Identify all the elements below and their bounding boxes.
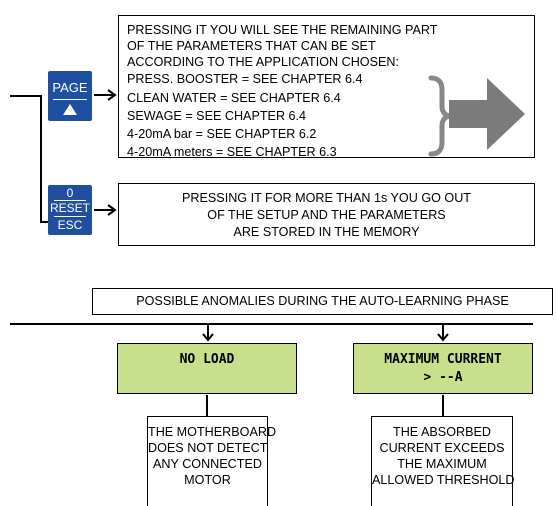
reset-description-box: PRESSING IT FOR MORE THAN 1s YOU GO OUT … — [118, 183, 535, 246]
page-description-line-8: 4-20mA meters = SEE CHAPTER 6.3 — [127, 145, 337, 159]
trunk-to-reset — [40, 221, 48, 223]
maximum-current-description-line-2: CURRENT EXCEEDS — [379, 441, 505, 455]
reset-button-esc: ESC — [57, 218, 83, 232]
maximum-current-description-line-1: THE ABSORBED — [393, 425, 491, 439]
no-load-description-line-4: MOTOR — [184, 473, 231, 487]
anomalies-title-box: POSSIBLE ANOMALIES DURING THE AUTO-LEARN… — [92, 288, 553, 315]
page-button[interactable]: PAGE — [48, 71, 92, 121]
arrow-down-icon — [437, 324, 449, 342]
page-description-line-4: PRESS. BOOSTER = SEE CHAPTER 6.4 — [127, 72, 363, 86]
reset-description-line-1: PRESSING IT FOR MORE THAN 1s YOU GO OUT — [182, 191, 471, 205]
reset-description-line-2: OF THE SETUP AND THE PARAMETERS — [207, 208, 446, 222]
no-load-connector — [206, 395, 208, 416]
reset-button-bottom-rule — [54, 216, 86, 217]
page-description-line-5: CLEAN WATER = SEE CHAPTER 6.4 — [127, 91, 341, 105]
anomalies-bus-line — [10, 323, 533, 325]
no-load-display: NO LOAD — [117, 343, 297, 394]
page-description-line-6: SEWAGE = SEE CHAPTER 6.4 — [127, 109, 307, 123]
maximum-current-description-line-3: THE MAXIMUM — [397, 457, 487, 471]
left-trunk-horizontal — [10, 95, 42, 97]
maximum-current-display-text: MAXIMUM CURRENT — [384, 352, 502, 367]
no-load-description-line-2: DOES NOT DETECT — [148, 441, 268, 455]
anomalies-title: POSSIBLE ANOMALIES DURING THE AUTO-LEARN… — [136, 294, 509, 308]
left-trunk-vertical — [40, 95, 42, 223]
triangle-up-icon — [63, 104, 77, 115]
page-description-box: PRESSING IT YOU WILL SEE THE REMAINING P… — [118, 15, 535, 159]
reset-esc-button[interactable]: 0 RESET ESC — [48, 185, 92, 235]
page-button-label: PAGE — [52, 80, 88, 95]
no-load-display-text: NO LOAD — [179, 352, 235, 367]
page-button-divider — [53, 99, 87, 100]
page-description-line-1: PRESSING IT YOU WILL SEE THE REMAINING P… — [127, 23, 438, 37]
no-load-description-line-3: ANY CONNECTED — [153, 457, 262, 471]
maximum-current-display-line2: > --A — [423, 370, 463, 385]
arrow-down-icon — [202, 324, 214, 342]
maximum-current-display: MAXIMUM CURRENT > --A — [353, 343, 533, 394]
reset-description-line-3: ARE STORED IN THE MEMORY — [233, 225, 420, 239]
reset-button-label: RESET — [49, 201, 90, 215]
arrow-right-icon — [94, 204, 117, 216]
maximum-current-description-box: THE ABSORBED CURRENT EXCEEDS THE MAXIMUM… — [371, 416, 515, 506]
no-load-description-box: THE MOTHERBOARD DOES NOT DETECT ANY CONN… — [147, 416, 277, 506]
no-load-description-line-1: THE MOTHERBOARD — [148, 425, 277, 439]
arrow-right-icon — [94, 89, 117, 101]
maximum-current-description-line-4: ALLOWED THRESHOLD — [372, 473, 515, 487]
page-description-line-3: ACCORDING TO THE APPLICATION CHOSEN: — [127, 55, 399, 69]
page-description-line-7: 4-20mA bar = SEE CHAPTER 6.2 — [127, 127, 317, 141]
big-arrow-right-icon — [449, 78, 525, 150]
page-description-line-2: OF THE PARAMETERS THAT CAN BE SET — [127, 39, 376, 53]
reset-button-zero: 0 — [66, 186, 74, 200]
reset-button-top-rule — [54, 200, 86, 201]
maximum-current-connector — [442, 395, 444, 416]
